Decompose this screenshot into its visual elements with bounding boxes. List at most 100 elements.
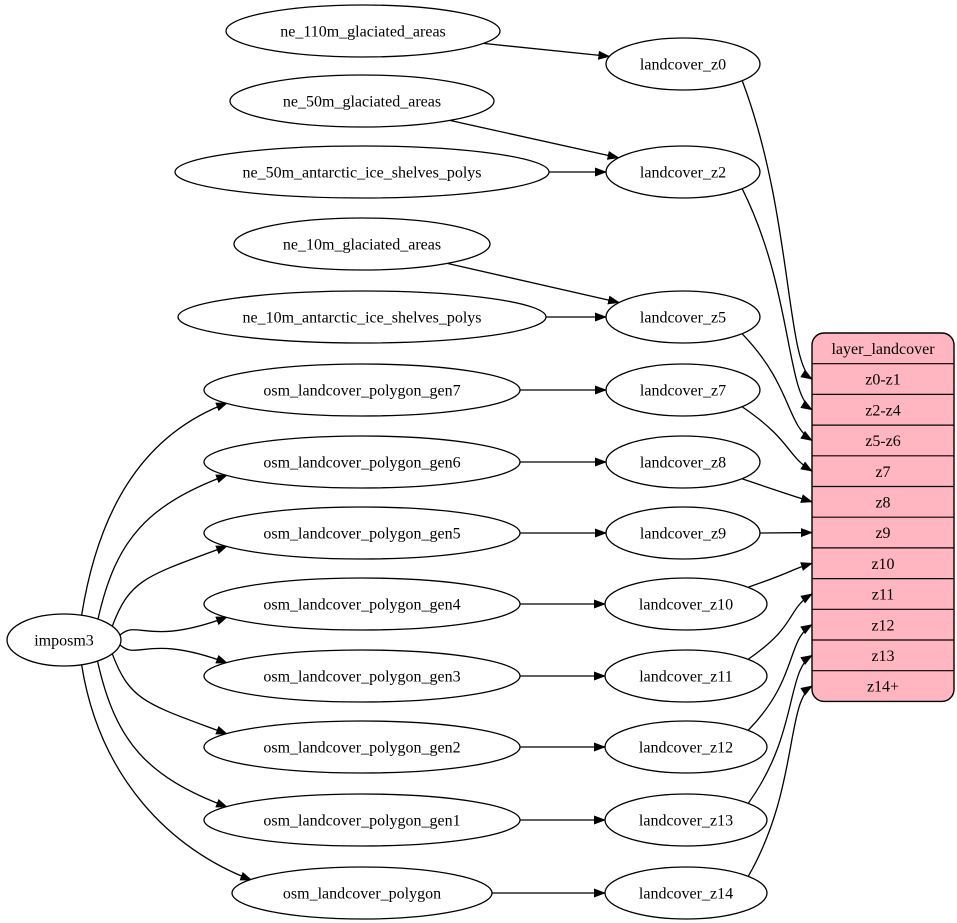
node-label-osm_landcover_polygon_gen7: osm_landcover_polygon_gen7 xyxy=(263,383,460,400)
node-label-ne_110m_glaciated_areas: ne_110m_glaciated_areas xyxy=(280,24,446,41)
edge-landcover_z14-to-row-z14+ xyxy=(747,685,813,877)
edge-landcover_z2-to-row-z2-z4 xyxy=(741,188,813,411)
node-osm_landcover_polygon_gen1: osm_landcover_polygon_gen1 xyxy=(203,793,521,847)
node-label-ne_50m_antarctic_ice_shelves_polys: ne_50m_antarctic_ice_shelves_polys xyxy=(242,165,481,182)
node-osm_landcover_polygon_gen2: osm_landcover_polygon_gen2 xyxy=(203,720,521,774)
node-label-landcover_z2: landcover_z2 xyxy=(640,165,726,182)
edge-imposm3-to-osm_landcover_polygon_gen5 xyxy=(111,545,229,627)
node-ellipse-osm_landcover_polygon_gen5 xyxy=(203,506,521,560)
edge-imposm3-to-osm_landcover_polygon xyxy=(80,664,253,881)
node-ellipse-landcover_z10 xyxy=(604,577,768,631)
table-row-z9: z9 xyxy=(875,525,890,542)
node-label-ne_50m_glaciated_areas: ne_50m_glaciated_areas xyxy=(283,94,441,111)
node-landcover_z5: landcover_z5 xyxy=(605,290,761,344)
node-landcover_z2: landcover_z2 xyxy=(605,145,761,199)
node-label-landcover_z5: landcover_z5 xyxy=(640,310,726,327)
node-ellipse-osm_landcover_polygon xyxy=(231,866,493,920)
node-label-landcover_z7: landcover_z7 xyxy=(640,383,726,400)
node-label-imposm3: imposm3 xyxy=(34,633,94,650)
node-ne_10m_glaciated_areas: ne_10m_glaciated_areas xyxy=(233,217,491,271)
node-landcover_z8: landcover_z8 xyxy=(605,435,761,489)
node-ellipse-imposm3 xyxy=(6,613,122,667)
table-row-z5-z6: z5-z6 xyxy=(865,433,901,450)
edge-imposm3-to-osm_landcover_polygon_gen4 xyxy=(119,616,229,636)
node-label-landcover_z14: landcover_z14 xyxy=(639,886,733,903)
node-label-osm_landcover_polygon_gen2: osm_landcover_polygon_gen2 xyxy=(263,740,460,757)
edge-imposm3-to-osm_landcover_polygon_gen7 xyxy=(80,402,229,616)
edge-landcover_z13-to-row-z13 xyxy=(747,654,813,804)
node-label-osm_landcover_polygon: osm_landcover_polygon xyxy=(283,886,441,903)
node-landcover_z14: landcover_z14 xyxy=(604,866,768,920)
node-ne_50m_glaciated_areas: ne_50m_glaciated_areas xyxy=(229,74,495,128)
node-ellipse-landcover_z11 xyxy=(604,649,768,703)
node-label-landcover_z13: landcover_z13 xyxy=(639,813,733,830)
node-label-landcover_z0: landcover_z0 xyxy=(640,57,726,74)
node-label-osm_landcover_polygon_gen5: osm_landcover_polygon_gen5 xyxy=(263,526,460,543)
node-osm_landcover_polygon: osm_landcover_polygon xyxy=(231,866,493,920)
table-row-z11: z11 xyxy=(872,587,895,604)
edge-imposm3-to-osm_landcover_polygon_gen1 xyxy=(96,660,229,808)
node-ellipse-landcover_z14 xyxy=(604,866,768,920)
node-ellipse-ne_10m_glaciated_areas xyxy=(233,217,491,271)
node-osm_landcover_polygon_gen3: osm_landcover_polygon_gen3 xyxy=(203,649,521,703)
node-ellipse-landcover_z13 xyxy=(604,793,768,847)
edge-ne_10m_glaciated_areas-to-landcover_z5 xyxy=(447,262,621,305)
table-row-z8: z8 xyxy=(875,494,890,511)
edge-landcover_z0-to-row-z0-z1 xyxy=(741,80,813,380)
node-ellipse-osm_landcover_polygon_gen1 xyxy=(203,793,521,847)
node-label-osm_landcover_polygon_gen1: osm_landcover_polygon_gen1 xyxy=(263,813,460,830)
node-label-ne_10m_antarctic_ice_shelves_polys: ne_10m_antarctic_ice_shelves_polys xyxy=(242,310,481,327)
node-label-landcover_z9: landcover_z9 xyxy=(640,526,726,543)
edge-landcover_z10-to-row-z10 xyxy=(748,562,813,588)
node-landcover_z0: landcover_z0 xyxy=(605,37,761,91)
node-ellipse-ne_50m_glaciated_areas xyxy=(229,74,495,128)
node-imposm3: imposm3 xyxy=(6,613,122,667)
table-row-z10: z10 xyxy=(871,556,894,573)
node-ellipse-osm_landcover_polygon_gen7 xyxy=(203,363,521,417)
node-landcover_z13: landcover_z13 xyxy=(604,793,768,847)
table-title: layer_landcover xyxy=(831,341,935,358)
node-ellipse-ne_50m_antarctic_ice_shelves_polys xyxy=(174,145,550,199)
table-row-z14-: z14+ xyxy=(867,679,899,696)
node-ellipse-landcover_z2 xyxy=(605,145,761,199)
node-ellipse-landcover_z7 xyxy=(605,363,761,417)
node-osm_landcover_polygon_gen7: osm_landcover_polygon_gen7 xyxy=(203,363,521,417)
edge-landcover_z11-to-row-z11 xyxy=(748,593,813,660)
node-ellipse-ne_10m_antarctic_ice_shelves_polys xyxy=(177,290,547,344)
table-row-z2-z4: z2-z4 xyxy=(865,402,901,419)
edge-landcover_z5-to-row-z5-z6 xyxy=(741,333,813,442)
node-label-ne_10m_glaciated_areas: ne_10m_glaciated_areas xyxy=(283,237,441,254)
node-landcover_z11: landcover_z11 xyxy=(604,649,768,703)
edge-landcover_z12-to-row-z12 xyxy=(747,624,813,731)
node-landcover_z7: landcover_z7 xyxy=(605,363,761,417)
layer-landcover-table: layer_landcover z0-z1 z2-z4 z5-z6 z7 z8 z9 z10 z… xyxy=(811,332,955,703)
node-ellipse-landcover_z0 xyxy=(605,37,761,91)
node-ellipse-ne_110m_glaciated_areas xyxy=(225,4,501,58)
node-ellipse-osm_landcover_polygon_gen2 xyxy=(203,720,521,774)
node-ellipse-landcover_z12 xyxy=(604,720,768,774)
table-row-z7: z7 xyxy=(875,464,890,481)
node-ellipse-landcover_z8 xyxy=(605,435,761,489)
table-row-z0-z1: z0-z1 xyxy=(865,372,901,389)
edge-imposm3-to-osm_landcover_polygon_gen6 xyxy=(97,474,229,620)
node-label-landcover_z11: landcover_z11 xyxy=(639,669,733,686)
edge-imposm3-to-osm_landcover_polygon_gen3 xyxy=(119,644,229,664)
edge-imposm3-to-osm_landcover_polygon_gen2 xyxy=(111,653,229,735)
table-row-z13: z13 xyxy=(871,648,894,665)
node-osm_landcover_polygon_gen6: osm_landcover_polygon_gen6 xyxy=(203,435,521,489)
node-ne_50m_antarctic_ice_shelves_polys: ne_50m_antarctic_ice_shelves_polys xyxy=(174,145,550,199)
node-landcover_z12: landcover_z12 xyxy=(604,720,768,774)
edge-ne_50m_glaciated_areas-to-landcover_z2 xyxy=(449,119,620,160)
node-label-landcover_z8: landcover_z8 xyxy=(640,455,726,472)
node-ne_110m_glaciated_areas: ne_110m_glaciated_areas xyxy=(225,4,501,58)
node-label-osm_landcover_polygon_gen3: osm_landcover_polygon_gen3 xyxy=(263,669,460,686)
node-landcover_z10: landcover_z10 xyxy=(604,577,768,631)
node-ellipse-landcover_z5 xyxy=(605,290,761,344)
node-ellipse-osm_landcover_polygon_gen3 xyxy=(203,649,521,703)
node-osm_landcover_polygon_gen5: osm_landcover_polygon_gen5 xyxy=(203,506,521,560)
node-osm_landcover_polygon_gen4: osm_landcover_polygon_gen4 xyxy=(203,577,521,631)
edge-ne_110m_glaciated_areas-to-landcover_z0 xyxy=(483,42,611,60)
node-ellipse-landcover_z9 xyxy=(605,506,761,560)
edge-landcover_z8-to-row-z8 xyxy=(742,478,813,503)
